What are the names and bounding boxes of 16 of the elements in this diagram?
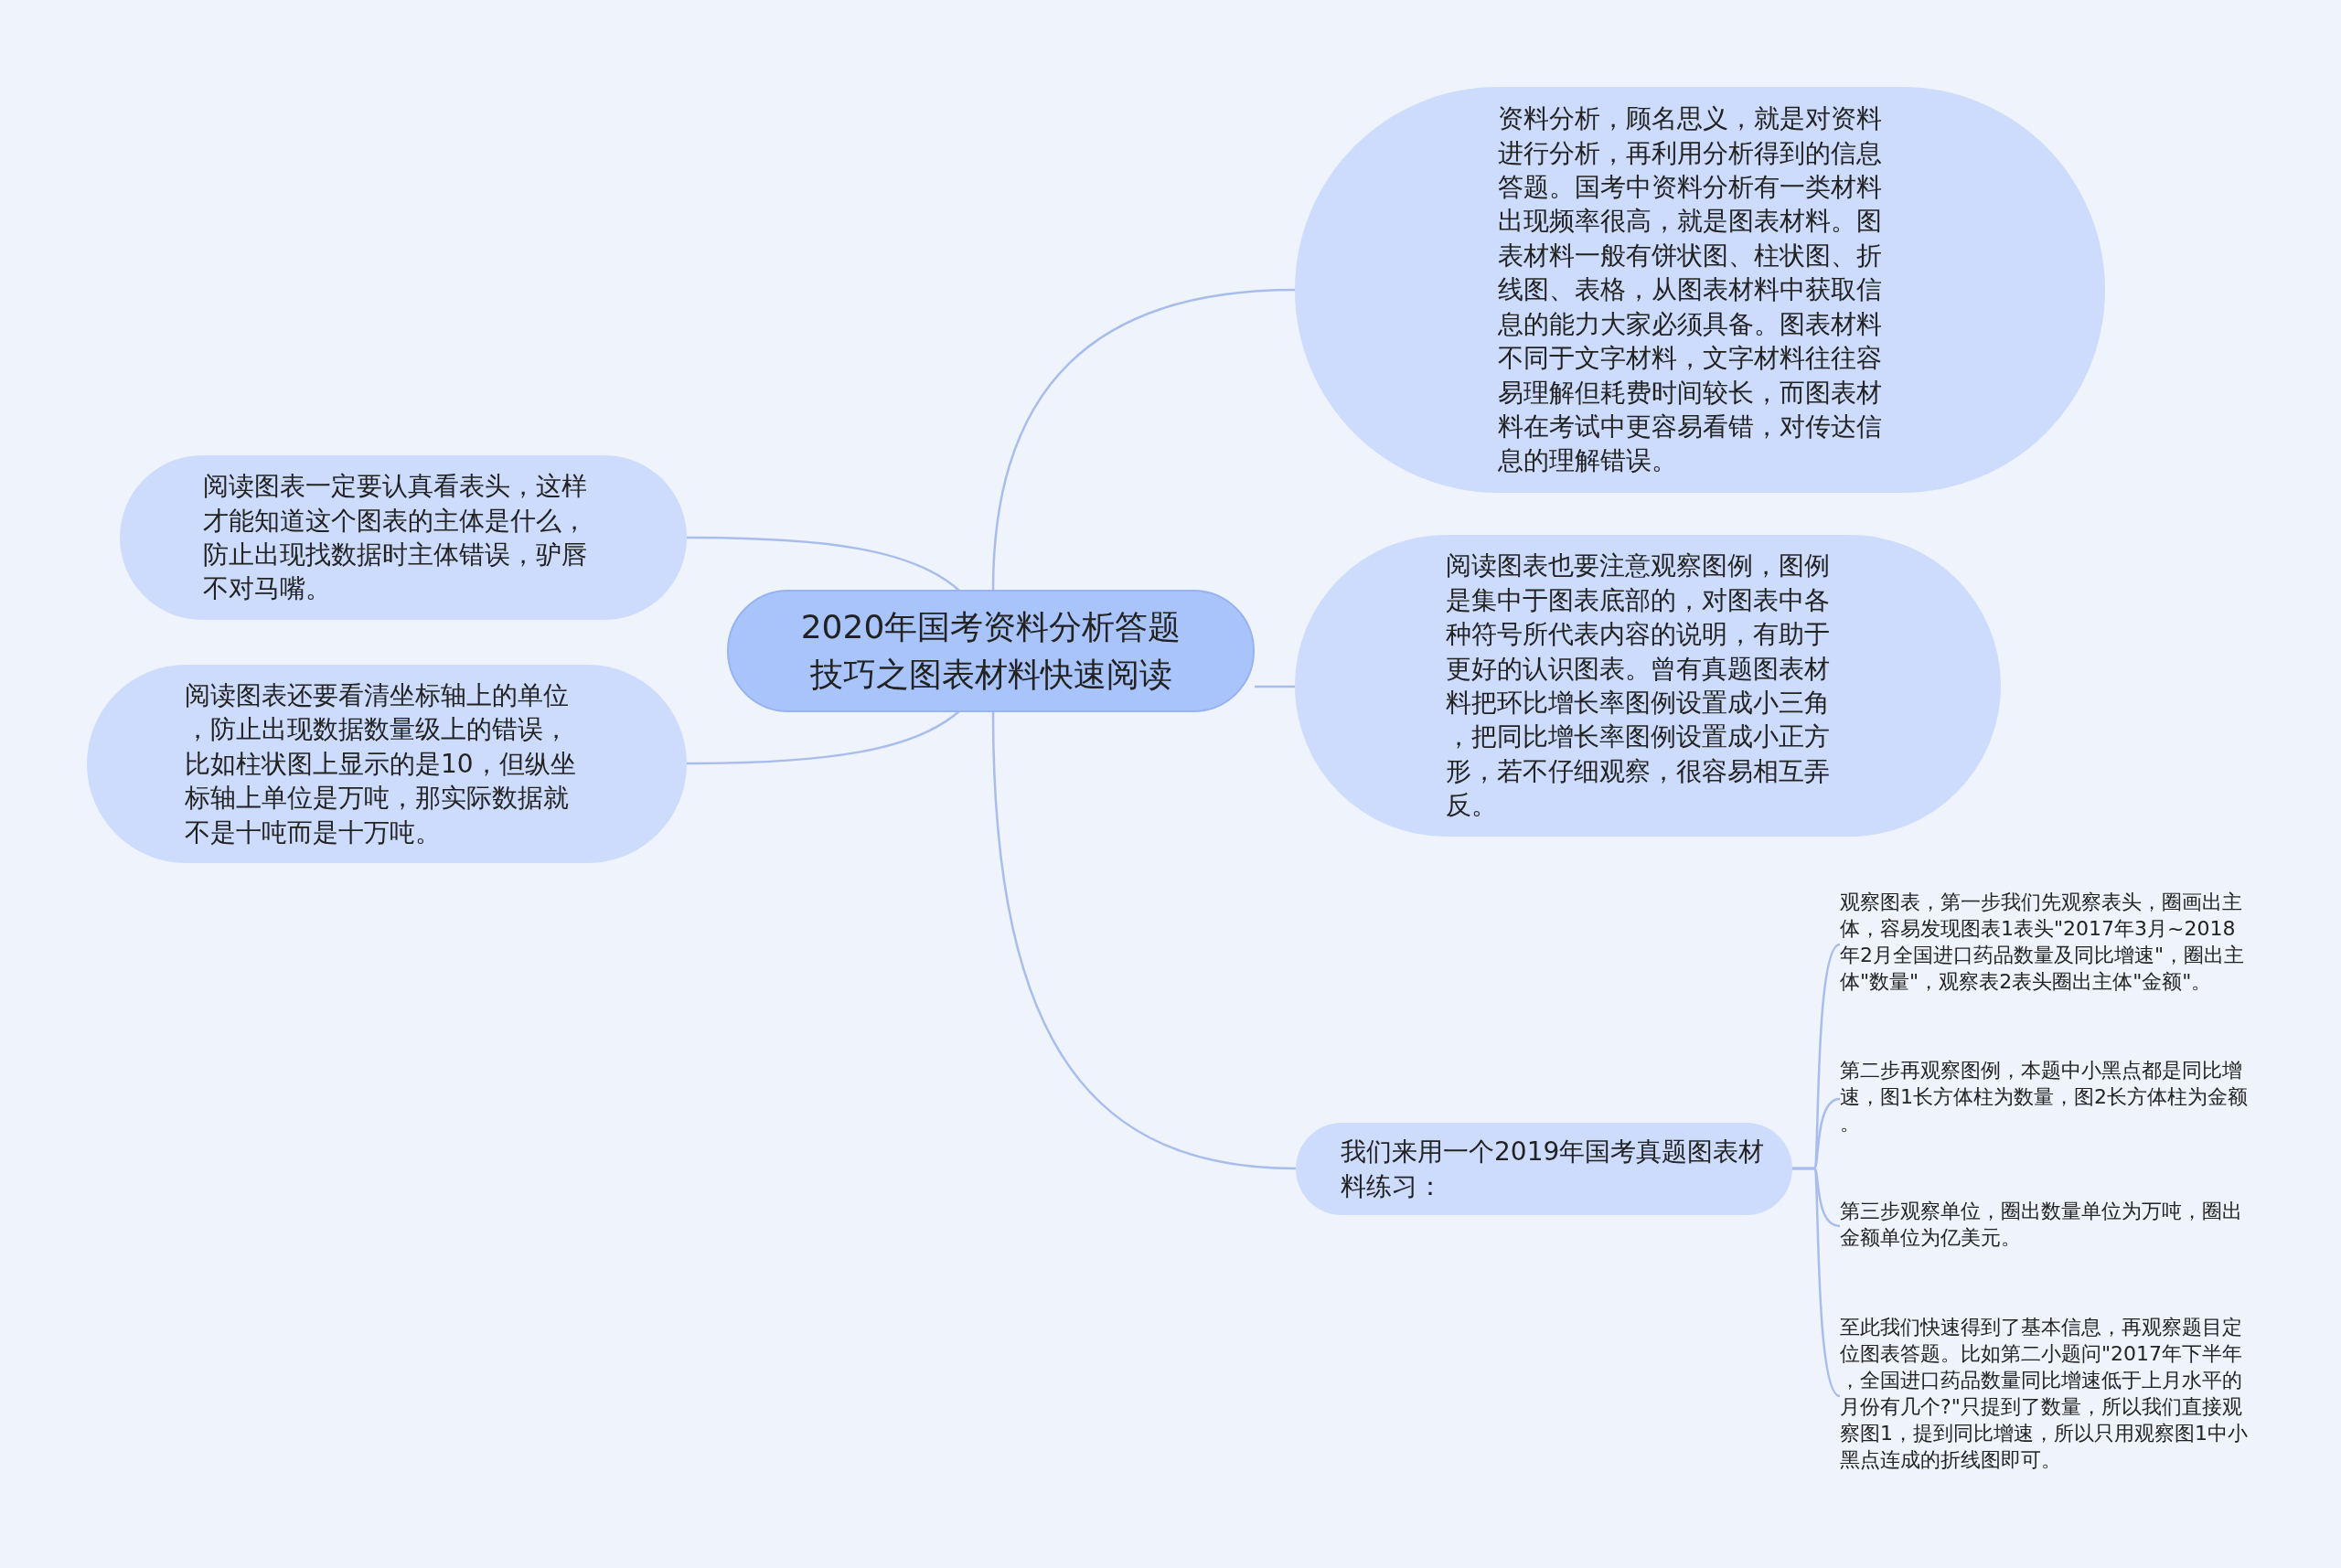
leaf-text: 第三步观察单位，圈出数量单位为万吨，圈出金额单位为亿美元。 [1840,1198,2248,1251]
connector-line [1792,1167,1841,1397]
topic-title: 2020年国考资料分析答题技巧之图表材料快速阅读 [799,607,1182,695]
connector-line [687,709,961,765]
leaf-text: 观察图表，第一步我们先观察表头，圈画出主体，容易发现图表1表头"2017年3月~2018年2月全国进口药品数量及同比增速"，圈出主体"数量"，观察表2表头圈出主体"金额"。 [1840,889,2248,995]
connector-line [991,288,1296,591]
connector-line [991,711,1297,1170]
topic-text: 阅读图表一定要认真看表头，这样才能知道这个图表的主体是什么，防止出现找数据时主体错误，驴唇不对马嘴。 [203,470,588,606]
topic-text: 阅读图表还要看清坐标轴上的单位，防止出现数据数量级上的错误，比如柱状图上显示的是10，但纵坐标轴上单位是万吨，那实际数据就不是十吨而是十万吨。 [185,679,577,849]
connector-line [1255,685,1295,688]
topic-text: 我们来用一个2019年国考真题图表材料练习： [1341,1136,1766,1203]
connector-line [687,536,961,592]
topic-text: 资料分析，顾名思义，就是对资料进行分析，再利用分析得到的信息答题。国考中资料分析有一类材料出现频率很高，就是图表材料。图表材料一般有饼状图、柱状图、折线图、表格，从图表材料中获取信息的能力大家必须具备。图表材料不同于文字材料，文字材料往往容易理解但耗费时间较长，而图表材料在考试中更容易看错，对传达信息的理解错误。 [1498,102,1883,478]
leaf-text: 第二步再观察图例，本题中小黑点都是同比增速，图1长方体柱为数量，图2长方体柱为金额。 [1840,1057,2248,1136]
topic-text: 阅读图表也要注意观察图例，图例是集中于图表底部的，对图表中各种符号所代表内容的说明，有助于更好的认识图表。曾有真题图表材料把环比增长率图例设置成小三角，把同比增长率图例设置成小正方形，若不仔细观察，很容易相互弄反。 [1446,549,1831,823]
leaf-text: 至此我们快速得到了基本信息，再观察题目定位图表答题。比如第二小题问"2017年下半年，全国进口药品数量同比增速低于上月水平的月份有几个?"只提到了数量，所以我们直接观察图1，提到同比增速，所以只用观察图1中小黑点连成的折线图即可。 [1840,1314,2248,1473]
